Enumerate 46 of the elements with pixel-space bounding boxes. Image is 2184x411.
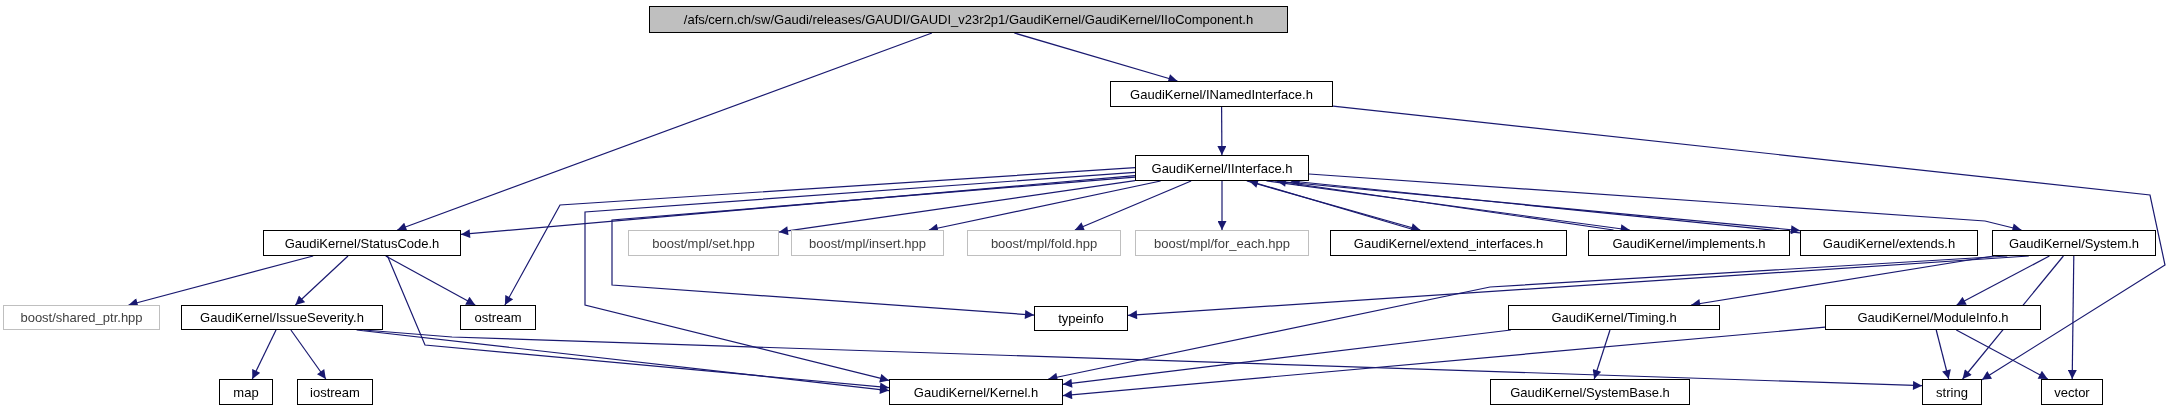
include-arrow [1013, 32, 1178, 83]
include-arrow [1935, 329, 1951, 380]
header-file-box: map [219, 379, 273, 405]
header-file-box: GaudiKernel/IssueSeverity.h [181, 305, 383, 330]
include-arrow [1062, 326, 1826, 400]
include-arrow [778, 180, 1136, 236]
header-file-box: GaudiKernel/ModuleInfo.h [1825, 305, 2041, 330]
header-file-box: iostream [297, 379, 373, 405]
header-file-box: GaudiKernel/IInterface.h [1135, 155, 1309, 181]
include-arrow [290, 329, 327, 380]
include-arrow [1592, 329, 1611, 380]
include-arrow [294, 255, 349, 306]
include-arrow [1955, 329, 2049, 380]
external-header-box: boost/mpl/insert.hpp [791, 230, 944, 256]
header-file-box: GaudiKernel/Kernel.h [889, 379, 1063, 405]
include-arrow [611, 176, 1136, 319]
include-arrow [584, 171, 1136, 383]
header-file-box: typeinfo [1034, 306, 1128, 331]
include-arrow [1332, 105, 2166, 381]
include-arrow [1074, 180, 1192, 231]
external-header-box: boost/mpl/fold.hpp [967, 230, 1121, 256]
header-file-box: GaudiKernel/System.h [1992, 230, 2156, 256]
include-arrow [385, 255, 476, 306]
include-arrow [251, 329, 277, 380]
include-arrow [504, 167, 1136, 306]
include-arrow [460, 175, 1136, 239]
include-arrow [1956, 255, 2050, 306]
include-arrow [396, 32, 933, 232]
include-arrow [1217, 180, 1227, 231]
external-header-box: boost/mpl/set.hpp [628, 230, 779, 256]
current-file-box: /afs/cern.ch/sw/Gaudi/releases/GAUDI/GAUDI_v23r2p1/GaudiKernel/GaudiKernel/IIoComponent.h [649, 6, 1288, 33]
external-header-box: boost/mpl/for_each.hpp [1135, 230, 1309, 256]
header-file-box: GaudiKernel/SystemBase.h [1490, 379, 1690, 405]
header-file-box: GaudiKernel/INamedInterface.h [1110, 81, 1333, 107]
header-file-box: GaudiKernel/StatusCode.h [263, 230, 461, 256]
header-file-box: GaudiKernel/implements.h [1588, 230, 1790, 256]
external-header-box: boost/shared_ptr.hpp [3, 305, 160, 330]
include-arrow [386, 255, 890, 392]
header-file-box: GaudiKernel/extends.h [1800, 230, 1978, 256]
header-file-box: string [1922, 379, 1982, 405]
include-arrow [1217, 106, 1227, 156]
header-file-box: GaudiKernel/extend_interfaces.h [1330, 230, 1567, 256]
include-arrow [2067, 255, 2077, 380]
header-file-box: vector [2041, 379, 2103, 405]
header-file-box: ostream [460, 305, 536, 330]
header-file-box: GaudiKernel/Timing.h [1508, 305, 1720, 330]
